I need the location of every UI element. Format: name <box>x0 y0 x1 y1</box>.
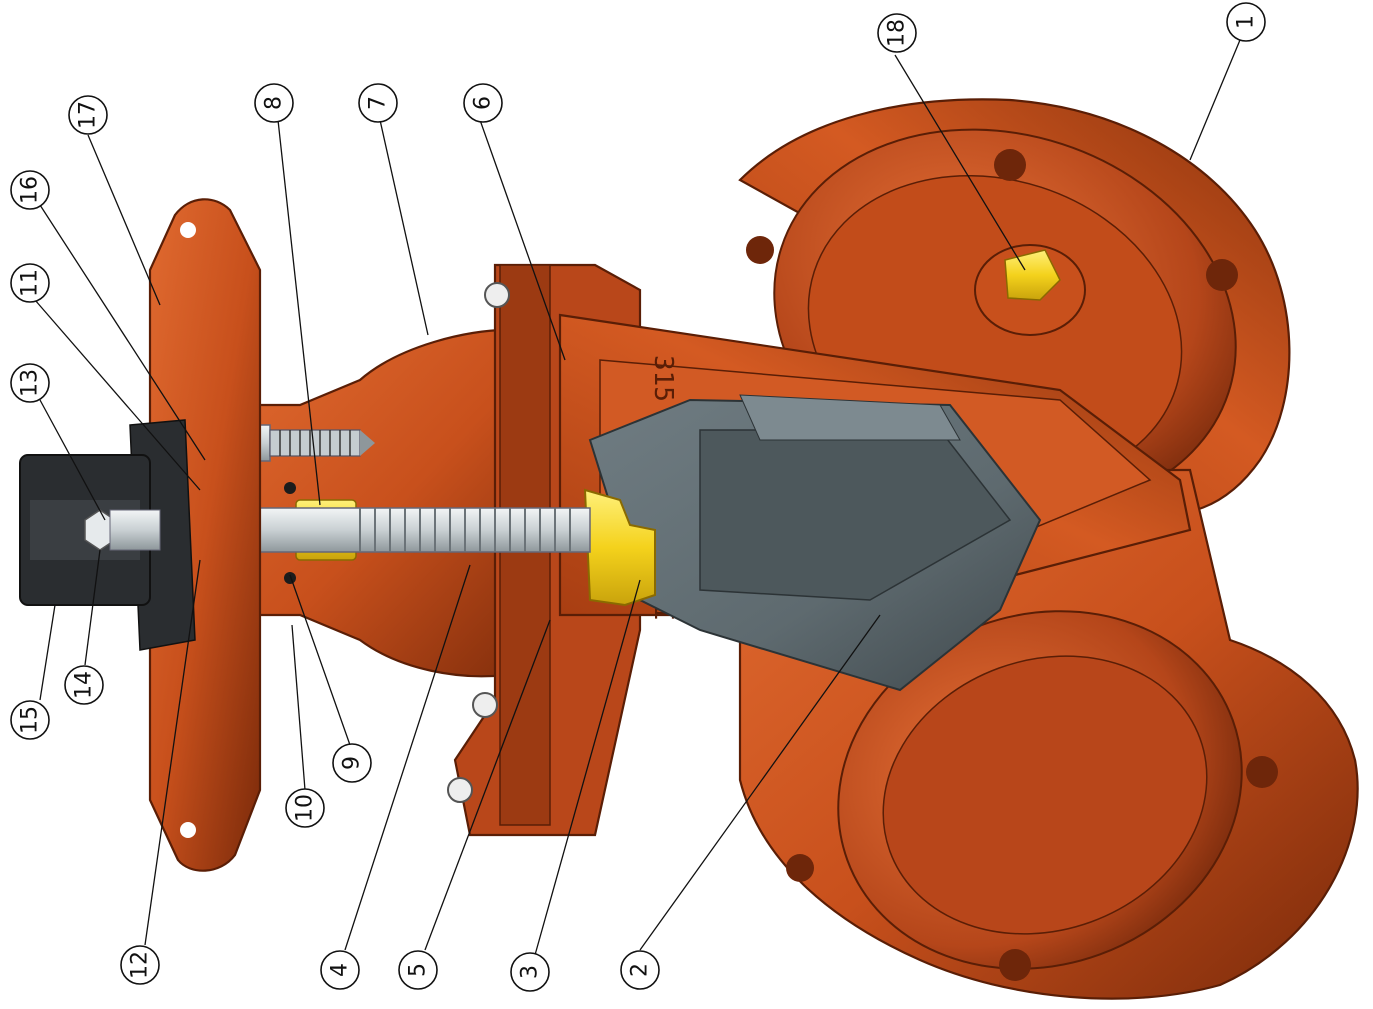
leader-lines <box>34 39 1241 956</box>
callout-circle <box>1226 2 1266 42</box>
callout-label: 3 <box>518 965 543 979</box>
callout-circle <box>463 83 503 123</box>
callout-15: 15 <box>10 700 50 740</box>
callout-circle <box>620 950 660 990</box>
callout-13: 13 <box>10 363 50 403</box>
callout-8: 8 <box>254 83 294 123</box>
callout-2: 2 <box>620 950 660 990</box>
callout-6: 6 <box>463 83 503 123</box>
callout-circle <box>254 83 294 123</box>
operating-nut <box>19 419 196 651</box>
callout-label: 14 <box>72 671 97 699</box>
callout-label: 15 <box>18 706 43 734</box>
callout-circle <box>358 83 398 123</box>
gate-wedge <box>588 394 1042 692</box>
callout-7: 7 <box>358 83 398 123</box>
callout-label: 7 <box>366 96 391 110</box>
callout-circle <box>332 743 372 783</box>
callout-17: 17 <box>68 95 108 135</box>
callout-circle <box>10 363 50 403</box>
callout-label: 13 <box>18 369 43 397</box>
drain-plug <box>1004 249 1061 301</box>
callout-circle <box>877 13 917 53</box>
callout-18: 18 <box>877 13 917 53</box>
callout-label: 11 <box>18 269 43 297</box>
callout-label: 4 <box>328 963 353 977</box>
callout-label: 1 <box>1234 15 1259 29</box>
callout-circle <box>10 263 50 303</box>
callout-label: 9 <box>340 756 365 770</box>
callout-circle <box>285 788 325 828</box>
callout-label: 6 <box>471 96 496 110</box>
callout-14: 14 <box>64 665 104 705</box>
callout-circle <box>398 950 438 990</box>
callout-16: 16 <box>10 170 50 210</box>
callout-3: 3 <box>510 952 550 992</box>
callout-circle <box>10 170 50 210</box>
callout-label: 17 <box>76 101 101 129</box>
callout-label: 18 <box>885 19 910 47</box>
callout-9: 9 <box>332 743 372 783</box>
callout-4: 4 <box>320 950 360 990</box>
callout-1: 1 <box>1226 2 1266 42</box>
top-plate <box>148 198 262 872</box>
callout-11: 11 <box>10 263 50 303</box>
callout-circle <box>320 950 360 990</box>
callout-circle <box>64 665 104 705</box>
callout-12: 12 <box>120 945 160 985</box>
callout-label: 2 <box>628 963 653 977</box>
callout-label: 16 <box>18 176 43 204</box>
callout-label: 8 <box>262 96 287 110</box>
callout-5: 5 <box>398 950 438 990</box>
callout-circle <box>68 95 108 135</box>
callout-circle <box>120 945 160 985</box>
callout-label: 12 <box>128 951 153 979</box>
callout-label: 10 <box>293 794 318 822</box>
callout-10: 10 <box>285 788 325 828</box>
callout-circle <box>10 700 50 740</box>
callout-circle <box>510 952 550 992</box>
callout-label: 5 <box>406 963 431 977</box>
